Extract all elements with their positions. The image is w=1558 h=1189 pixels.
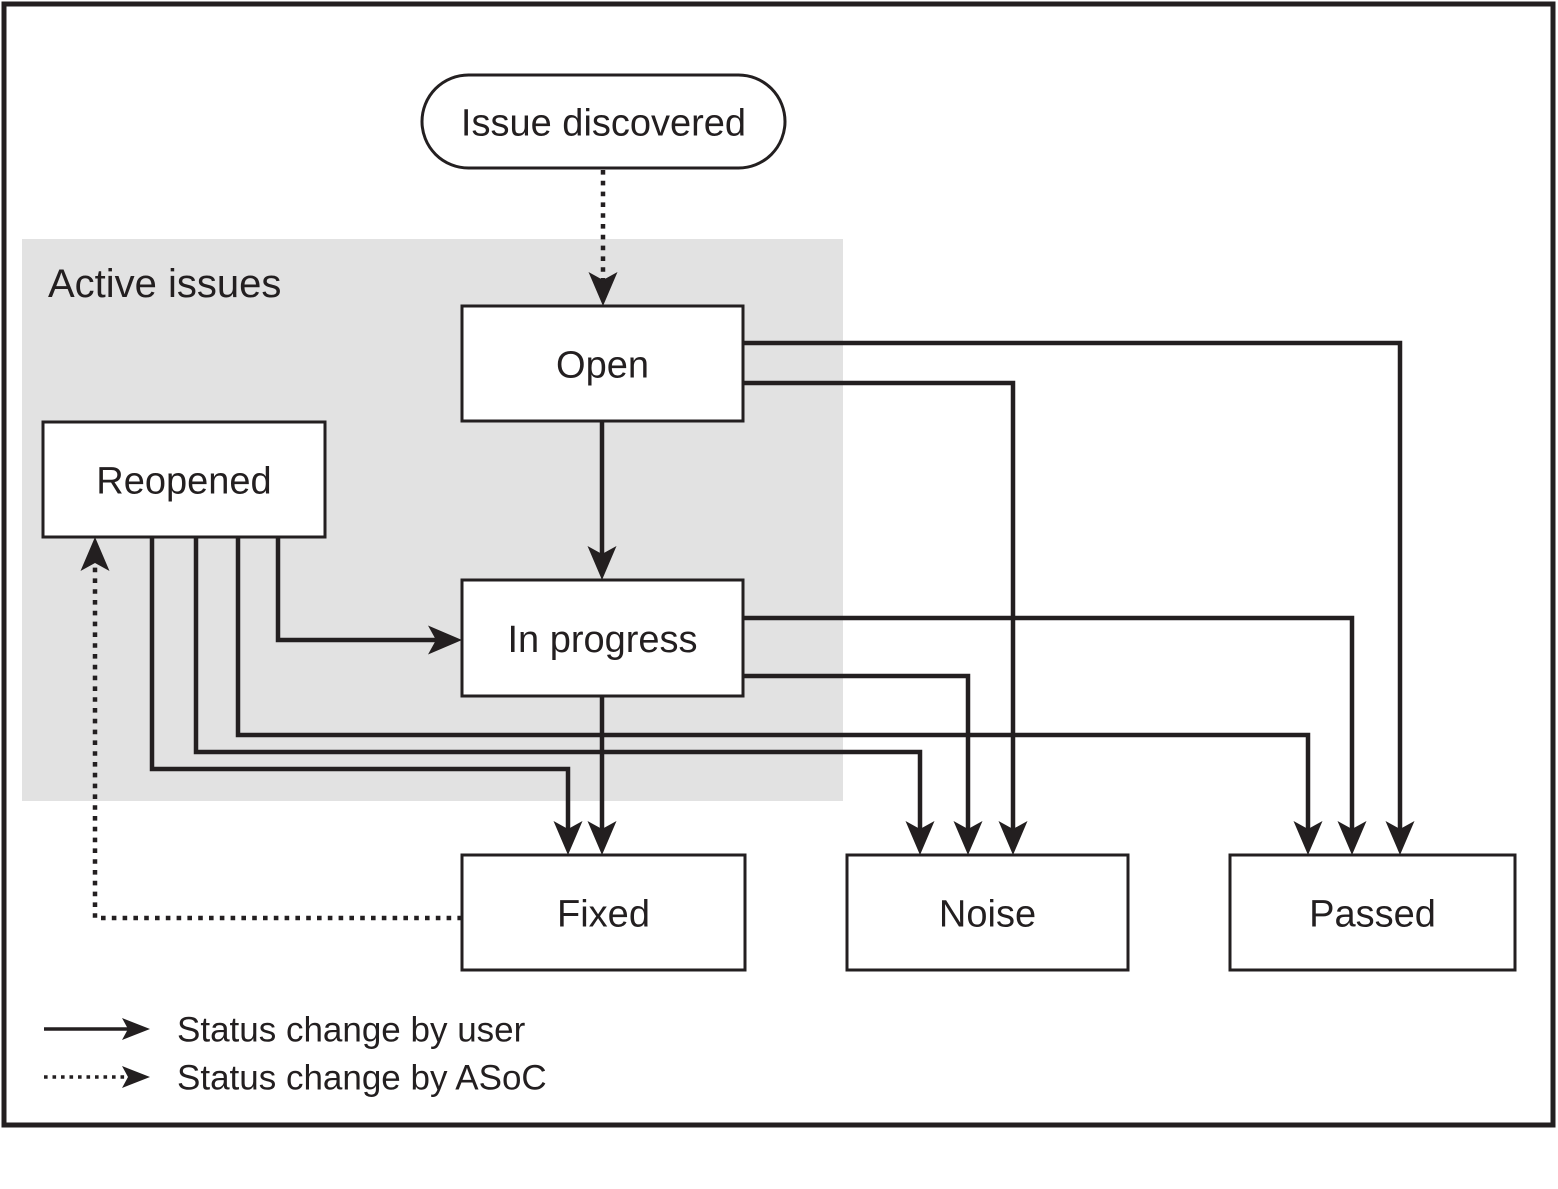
legend-label: Status change by user: [177, 1011, 526, 1050]
node-passed-box: [1228, 853, 1517, 972]
node-reopened: Reopened: [41, 420, 327, 539]
node-noise-label: Noise: [939, 894, 1036, 936]
legend-item-user: Status change by user: [44, 1011, 526, 1050]
edge-reopened-to-fixed: [149, 537, 583, 855]
edge-in-progress-to-passed-arrowhead: [1337, 821, 1367, 855]
legend-label: Status change by ASoC: [177, 1059, 547, 1098]
edge-open-to-passed: [743, 340, 1415, 855]
edge-open-to-in-progress: [587, 421, 617, 580]
edges-layer: [80, 170, 1415, 921]
edge-reopened-to-passed: [235, 537, 1323, 855]
edge-reopened-to-in-progress-arrowhead: [428, 625, 462, 655]
node-fixed: Fixed: [460, 853, 747, 972]
node-fixed-box: [460, 853, 747, 972]
edge-open-to-noise-line: [743, 380, 1016, 831]
edge-in-progress-to-passed: [743, 615, 1367, 855]
edge-reopened-to-in-progress: [275, 537, 462, 655]
diagram-border: [1, 1, 1556, 1128]
edge-reopened-to-passed-line: [235, 537, 1311, 831]
edge-reopened-to-fixed-arrowhead: [553, 821, 583, 855]
node-reopened-box: [41, 420, 327, 539]
node-in-progress-label: In progress: [507, 619, 697, 661]
edge-in-progress-to-fixed: [587, 696, 617, 855]
node-open-label: Open: [556, 345, 649, 387]
node-in-progress-box: [460, 578, 745, 698]
node-issue-discovered: Issue discovered: [420, 73, 787, 170]
edge-in-progress-to-noise-arrowhead: [953, 821, 983, 855]
edge-open-to-in-progress-arrowhead: [587, 546, 617, 580]
edge-in-progress-to-noise: [743, 673, 983, 855]
edge-in-progress-to-fixed-arrowhead: [587, 821, 617, 855]
border-layer: [1, 1, 1556, 1128]
node-issue-discovered-label: Issue discovered: [461, 103, 746, 145]
edge-fixed-to-reopened-arrowhead: [80, 537, 110, 571]
edge-reopened-to-in-progress-line: [275, 537, 438, 643]
edge-reopened-to-passed-arrowhead: [1293, 821, 1323, 855]
edge-reopened-to-noise-line: [193, 537, 923, 831]
edge-fixed-to-reopened-line: [92, 561, 462, 921]
node-open-box: [460, 304, 745, 423]
edge-issue-discovered-to-open: [588, 170, 618, 306]
node-noise-box: [845, 853, 1130, 972]
node-open: Open: [460, 304, 745, 423]
edge-reopened-to-fixed-line: [149, 537, 571, 831]
legend-item-asoc: Status change by ASoC: [44, 1059, 547, 1098]
legend-solid-arrowhead: [122, 1018, 150, 1040]
node-reopened-label: Reopened: [96, 461, 271, 503]
edge-issue-discovered-to-open-arrowhead: [588, 272, 618, 306]
edge-in-progress-to-noise-line: [743, 673, 971, 831]
edge-reopened-to-noise-arrowhead: [905, 821, 935, 855]
edge-open-to-passed-line: [743, 340, 1403, 831]
edge-reopened-to-noise: [193, 537, 935, 855]
node-fixed-label: Fixed: [557, 894, 650, 936]
node-issue-discovered-box: [420, 73, 787, 170]
edge-in-progress-to-passed-line: [743, 615, 1355, 831]
edge-fixed-to-reopened: [80, 537, 462, 921]
node-in-progress: In progress: [460, 578, 745, 698]
node-noise: Noise: [845, 853, 1130, 972]
legend-dotted-arrowhead: [122, 1066, 150, 1088]
edge-open-to-noise: [743, 380, 1028, 855]
edge-open-to-noise-arrowhead: [998, 821, 1028, 855]
node-passed: Passed: [1228, 853, 1517, 972]
active-issues-label: Active issues: [48, 262, 281, 306]
edge-open-to-passed-arrowhead: [1385, 821, 1415, 855]
node-passed-label: Passed: [1309, 894, 1436, 936]
